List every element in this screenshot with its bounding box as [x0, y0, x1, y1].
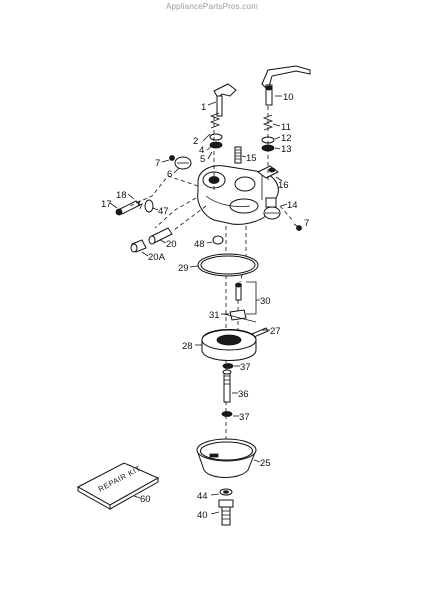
callout-labels: 1 10 11 2 12 4 13 5 15 7 6 16 18 17 14 4… [101, 92, 309, 521]
callout-20: 20 [166, 239, 177, 250]
callout-18: 18 [116, 190, 127, 201]
callout-20a: 20A [148, 252, 166, 263]
sealing-washer-upper-part [222, 363, 234, 369]
callout-7-upper: 7 [155, 158, 160, 169]
callout-2: 2 [193, 136, 198, 147]
callout-37-lower: 37 [239, 412, 250, 423]
callout-28: 28 [182, 341, 193, 352]
callout-17: 17 [101, 199, 112, 210]
nozzle-part [148, 227, 173, 245]
nozzle-cap-part [130, 239, 147, 253]
callout-1: 1 [201, 102, 206, 113]
seal-washer-part [209, 133, 275, 152]
float-hinge-part [223, 309, 257, 323]
callout-16: 16 [278, 180, 289, 191]
callout-36: 36 [238, 389, 249, 400]
callout-14: 14 [287, 200, 298, 211]
inlet-needle-part [235, 281, 257, 315]
callout-12: 12 [281, 133, 292, 144]
callout-11: 11 [281, 122, 291, 133]
bowl-gasket-part [197, 253, 259, 277]
float-bowl-part [196, 438, 257, 478]
callout-37-upper: 37 [240, 362, 251, 373]
welch-plug-part [144, 199, 154, 213]
bowl-nut-part [218, 499, 234, 526]
callout-47: 47 [158, 206, 169, 217]
throttle-plate-part [263, 206, 302, 231]
bowl-washer-part [219, 488, 233, 496]
seat-seal-part [212, 235, 224, 245]
callout-5: 5 [200, 154, 205, 165]
callout-10: 10 [283, 92, 294, 103]
callout-44: 44 [197, 491, 208, 502]
callout-15: 15 [246, 153, 257, 164]
carburetor-body-part [197, 165, 279, 225]
choke-plate-part [169, 155, 192, 170]
callout-4: 4 [199, 145, 204, 156]
choke-lever-part [213, 83, 237, 117]
callout-40: 40 [197, 510, 208, 521]
callout-7-lower: 7 [304, 218, 309, 229]
callout-30: 30 [260, 296, 271, 307]
callout-48: 48 [194, 239, 205, 250]
callout-31: 31 [209, 310, 220, 321]
float-part [201, 329, 257, 361]
callout-27: 27 [270, 326, 281, 337]
needle-part [234, 146, 242, 164]
callout-60: 60 [140, 494, 151, 505]
idle-screw-part [115, 200, 143, 216]
watermark: AppliancePartsPros.com [166, 2, 258, 11]
callout-29: 29 [178, 263, 189, 274]
callout-25: 25 [260, 458, 271, 469]
callout-6: 6 [167, 169, 172, 180]
sealing-washer-lower-part [221, 411, 233, 417]
main-jet-part [222, 369, 232, 403]
throttle-lever-part [261, 65, 311, 106]
callout-13: 13 [281, 144, 292, 155]
